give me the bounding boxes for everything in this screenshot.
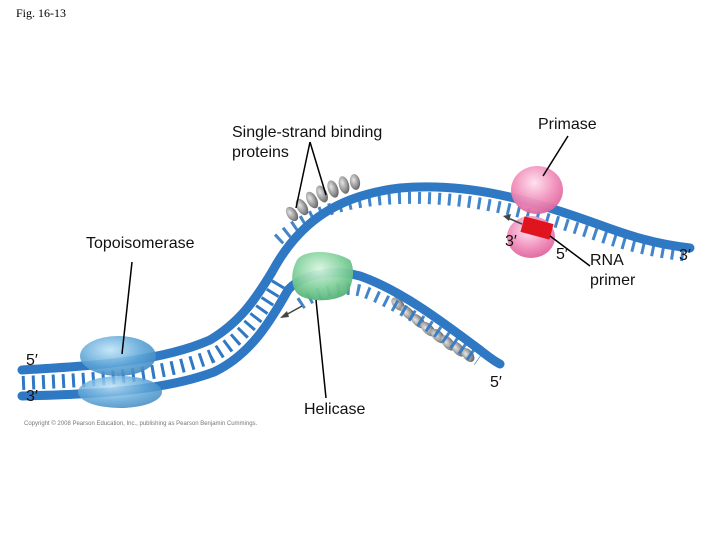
label-helicase: Helicase [304, 401, 366, 418]
label-single-strand-binding-proteins: Single-strand binding proteins [232, 124, 383, 161]
parental-dna-duplex [17, 267, 293, 401]
end-label-5-left: 5′ [26, 352, 38, 369]
copyright-notice: Copyright © 2008 Pearson Education, Inc.… [24, 421, 258, 427]
label-primase: Primase [538, 116, 597, 133]
topoisomerase-protein [78, 336, 162, 408]
ssb-proteins-lower [391, 297, 475, 362]
end-label-3-primer: 3′ [505, 233, 517, 250]
rna-primer-segment [520, 216, 554, 240]
ssb-proteins-upper [285, 174, 361, 222]
label-rna-primer: RNA primer [590, 252, 636, 289]
end-label-3-right: 3′ [679, 247, 691, 264]
upper-template-strand [267, 182, 695, 277]
label-topoisomerase: Topoisomerase [86, 235, 195, 252]
primase-direction-arrow [503, 214, 523, 225]
helicase-protein [292, 251, 354, 301]
leader-lines [121, 135, 591, 399]
end-label-3-left: 3′ [26, 388, 38, 405]
end-label-5-primer: 5′ [556, 246, 568, 263]
helicase-direction-arrow [280, 305, 303, 318]
end-label-5-lower: 5′ [490, 374, 502, 391]
figure-label: Fig. 16-13 [16, 6, 67, 20]
